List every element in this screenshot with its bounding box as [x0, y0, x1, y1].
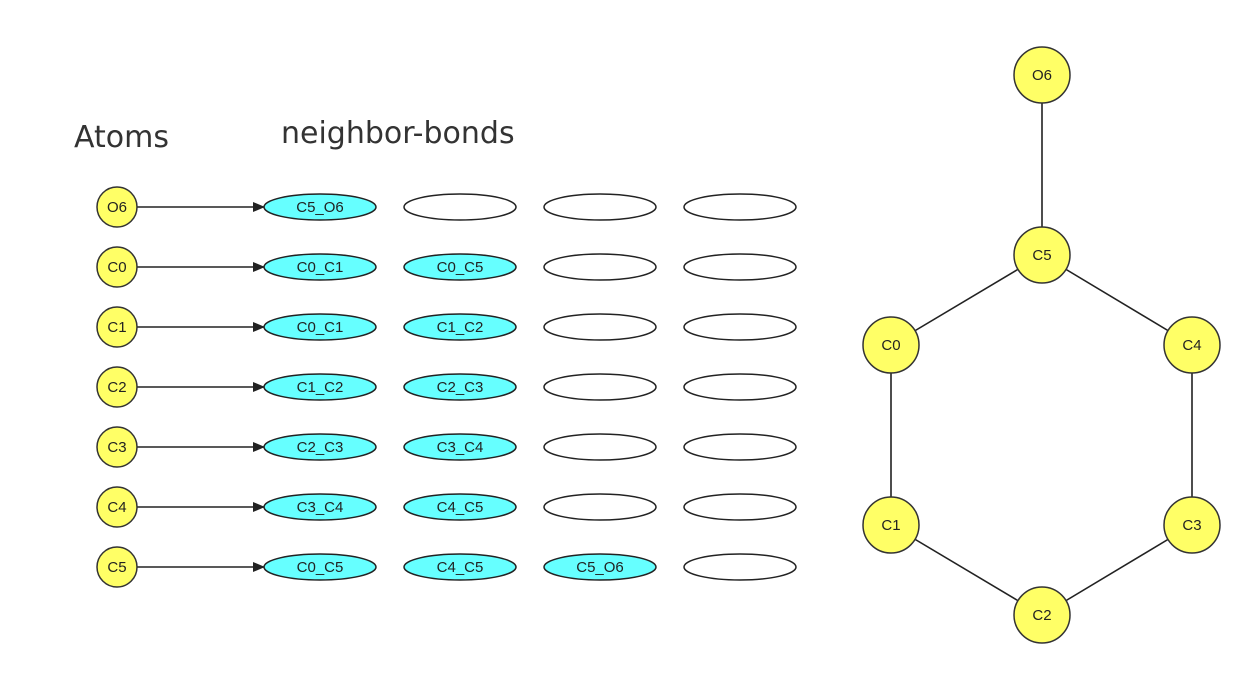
empty-bond-slot: [543, 493, 657, 521]
bond-label: C4_C5: [437, 499, 484, 516]
bond-label: C0_C5: [297, 559, 344, 576]
empty-bond-slot: [543, 193, 657, 221]
bond-slot: [263, 433, 377, 461]
bond-slot: [263, 493, 377, 521]
bond-label: C0_C1: [297, 319, 344, 336]
empty-bond-slot: [543, 373, 657, 401]
molecule-atom-c3: [1163, 496, 1221, 554]
atom-label: O6: [107, 199, 127, 216]
atom-row-c0: C0 C0_C1 C0_C5: [96, 246, 797, 288]
atom-row-c4: C4 C3_C4 C4_C5: [96, 486, 797, 528]
molecule-atom-label: C5: [1032, 247, 1051, 264]
molecule-atom-c1: [862, 496, 920, 554]
empty-bond-slot: [683, 493, 797, 521]
bond-edge-c1-c2: [890, 524, 1043, 616]
atom-node: [96, 426, 138, 468]
bond-slot: [403, 553, 517, 581]
bond-label: C1_C2: [437, 319, 484, 336]
atom-label: C5: [107, 559, 126, 576]
bond-slot: [263, 193, 377, 221]
empty-bond-slot: [683, 313, 797, 341]
molecule-atom-c2: [1013, 586, 1071, 644]
bond-label: C5_O6: [576, 559, 624, 576]
bond-label: C2_C3: [437, 379, 484, 396]
molecule-atom-label: C3: [1182, 517, 1201, 534]
atom-row-c3: C3 C2_C3 C3_C4: [96, 426, 797, 468]
bond-slot: [403, 373, 517, 401]
bond-slot: [543, 553, 657, 581]
atom-label: C2: [107, 379, 126, 396]
bond-label: C5_O6: [296, 199, 344, 216]
atom-row-o6: O6 C5_O6: [96, 186, 797, 228]
bond-slot: [403, 433, 517, 461]
atom-label: C0: [107, 259, 126, 276]
atoms-heading: Atoms: [74, 120, 169, 155]
atom-node: [96, 366, 138, 408]
empty-bond-slot: [683, 253, 797, 281]
empty-bond-slot: [403, 193, 517, 221]
molecule-atom-o6: [1013, 46, 1071, 104]
molecule-atom-label: C4: [1182, 337, 1201, 354]
molecule-atom-label: C2: [1032, 607, 1051, 624]
molecule-atom-label: O6: [1032, 67, 1052, 84]
atom-node: [96, 546, 138, 588]
bond-edge-c5-c0: [890, 254, 1043, 346]
empty-bond-slot: [543, 313, 657, 341]
bond-slot: [263, 253, 377, 281]
atom-row-c2: C2 C1_C2 C2_C3: [96, 366, 797, 408]
bond-edge-c5-c4: [1041, 254, 1193, 346]
atom-row-c5: C5 C0_C5 C4_C5 C5_O6: [96, 546, 797, 588]
molecule-atom-label: C0: [881, 337, 900, 354]
atom-node: [96, 486, 138, 528]
bond-slot: [403, 493, 517, 521]
empty-bond-slot: [543, 433, 657, 461]
bond-label: C1_C2: [297, 379, 344, 396]
atom-node: [96, 186, 138, 228]
empty-bond-slot: [683, 433, 797, 461]
atom-label: C4: [107, 499, 126, 516]
bond-slot: [263, 553, 377, 581]
molecule-atom-c4: [1163, 316, 1221, 374]
empty-bond-slot: [683, 373, 797, 401]
bond-edge-c3-c2: [1041, 524, 1193, 616]
bond-slot: [403, 253, 517, 281]
bond-label: C4_C5: [437, 559, 484, 576]
bond-label: C0_C5: [437, 259, 484, 276]
atom-label: C3: [107, 439, 126, 456]
atom-node: [96, 306, 138, 348]
atom-node: [96, 246, 138, 288]
atom-row-c1: C1 C0_C1 C1_C2: [96, 306, 797, 348]
empty-bond-slot: [683, 553, 797, 581]
bond-slot: [263, 373, 377, 401]
atom-label: C1: [107, 319, 126, 336]
bond-label: C2_C3: [297, 439, 344, 456]
bond-label: C3_C4: [437, 439, 484, 456]
empty-bond-slot: [543, 253, 657, 281]
empty-bond-slot: [683, 193, 797, 221]
bond-slot: [263, 313, 377, 341]
bond-label: C0_C1: [297, 259, 344, 276]
bond-label: C3_C4: [297, 499, 344, 516]
neighbor-bonds-heading: neighbor-bonds: [281, 116, 515, 151]
molecule-atom-c5: [1013, 226, 1071, 284]
bond-slot: [403, 313, 517, 341]
molecule-atom-label: C1: [881, 517, 900, 534]
molecule-atom-c0: [862, 316, 920, 374]
